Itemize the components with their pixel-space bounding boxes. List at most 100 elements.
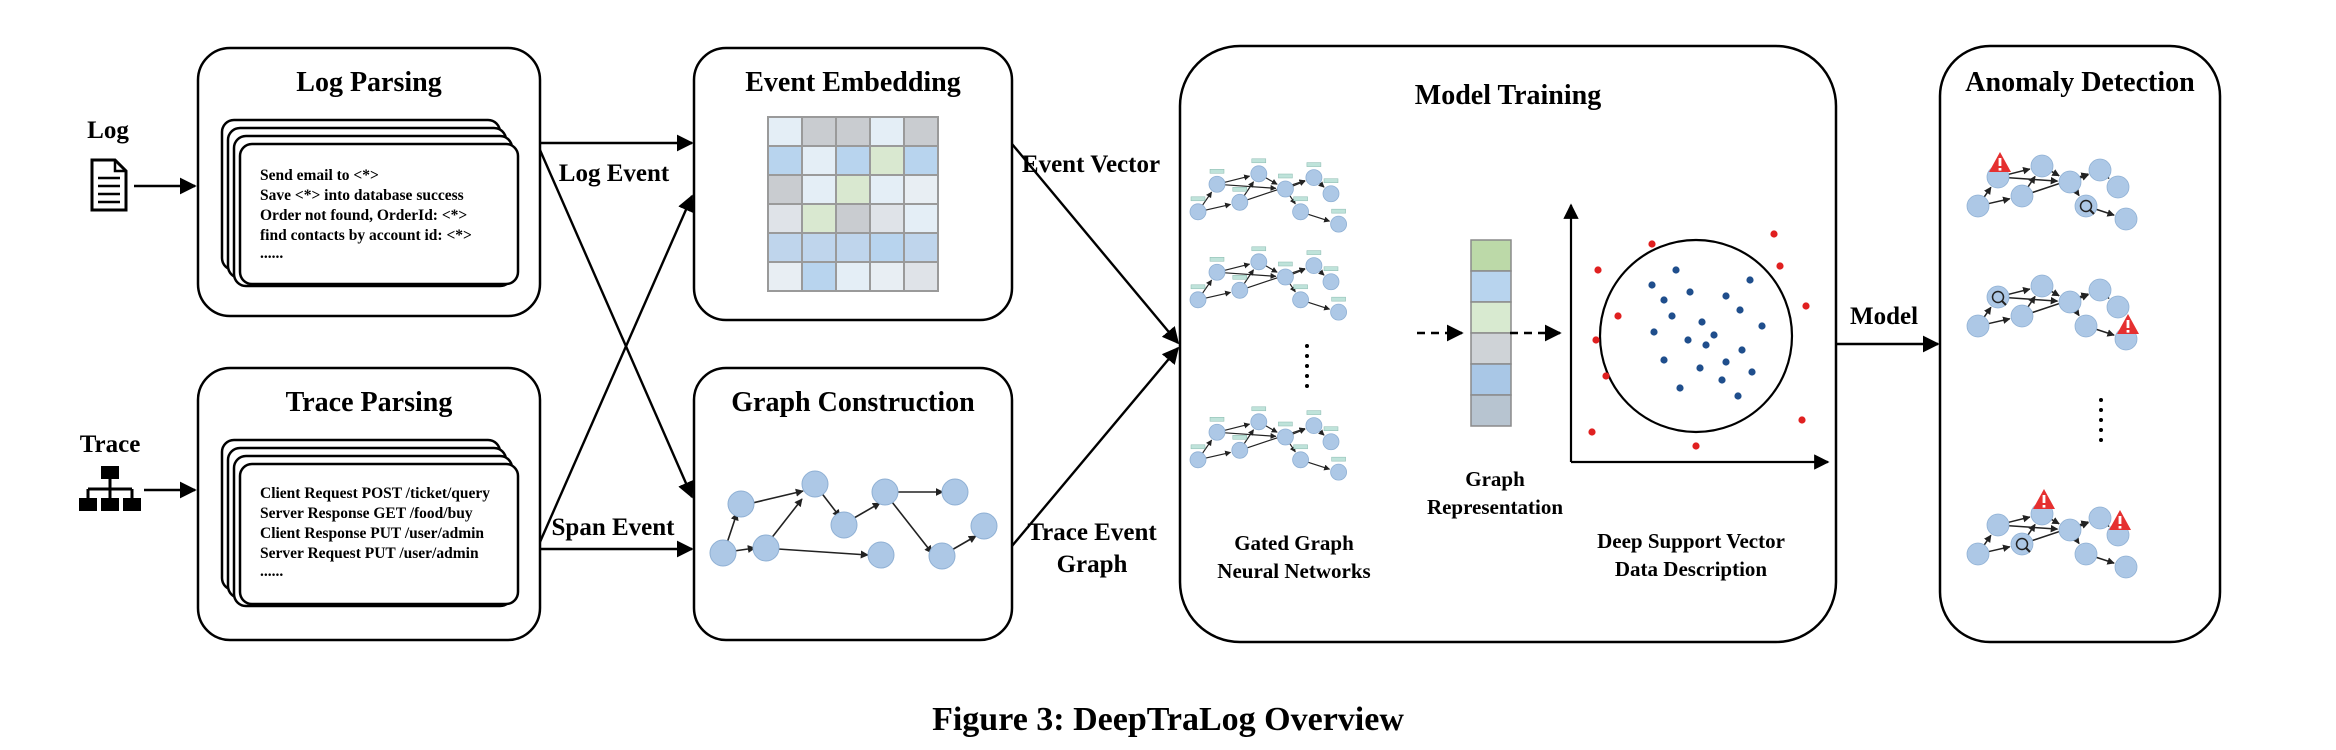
mini-graph-edge (2079, 521, 2090, 529)
mini-graph-edge (1265, 425, 1278, 433)
embedding-cell (869, 116, 905, 147)
representation-cell (1470, 270, 1512, 303)
embedding-cell (869, 261, 905, 292)
embedding-cell (801, 232, 837, 263)
node-feature-tag (1331, 296, 1346, 302)
node-feature-tag (1293, 196, 1308, 202)
mini-graph-edge (1308, 461, 1331, 471)
log-card-front (238, 142, 520, 286)
mini-graph-node (2030, 154, 2054, 178)
trace-event-graph-label-line1: Trace Event (1027, 519, 1157, 546)
mini-graph-node (1277, 428, 1294, 446)
trace-event-graph (709, 470, 998, 570)
mini-graph-node (2058, 290, 2082, 314)
mini-graph-edge (2008, 515, 2031, 524)
mini-graph-node (2088, 278, 2112, 302)
inlier-point (1650, 328, 1658, 336)
mini-graph-node (2088, 158, 2112, 182)
inlier-point (1734, 392, 1742, 400)
node-feature-tag (1306, 250, 1322, 255)
mini-graph-node (2010, 184, 2034, 208)
node-feature-tag (1209, 169, 1225, 174)
embedding-cell (801, 145, 837, 176)
embedding-cell (801, 174, 837, 205)
ggnn-label-line2: Neural Networks (1217, 559, 1370, 583)
node-feature-tag (1190, 196, 1206, 202)
log-input-label: Log (87, 117, 129, 144)
representation-cell (1470, 332, 1512, 365)
inlier-point (1672, 266, 1680, 274)
outlier-point (1592, 336, 1600, 344)
graph-node (867, 541, 895, 569)
trace-event-graph-label-line2: Graph (1057, 551, 1128, 578)
mini-graph-edge (1205, 202, 1232, 211)
inlier-point (1758, 322, 1766, 330)
mini-graph-node (1330, 303, 1347, 321)
embedding-cell (869, 203, 905, 234)
log-document-icon (90, 158, 128, 212)
graph-representation-label-line2: Representation (1427, 495, 1563, 519)
node-feature-tag (1331, 208, 1346, 214)
node-feature-tag (1278, 261, 1293, 267)
detection-vertical-ellipsis (2099, 398, 2103, 442)
anomaly-detection-panel: Anomaly Detection (1938, 44, 2222, 644)
mini-graph-node (2106, 295, 2130, 319)
ggnn-input-graph (1189, 246, 1347, 321)
vector-to-training-arrow (1011, 143, 1180, 345)
embedding-cell (835, 116, 871, 147)
trace-span-ellipsis: ...... (260, 563, 283, 580)
embedding-cell (869, 145, 905, 176)
dsvdd-label-line2: Data Description (1615, 557, 1768, 581)
embedding-cell (835, 232, 871, 263)
mini-graph-edge (1318, 269, 1325, 276)
outlier-point (1770, 230, 1778, 238)
mini-graph-edge (1983, 306, 1992, 318)
graph-node (871, 478, 899, 506)
trace-span-line: Client Request POST /ticket/query (260, 485, 490, 502)
mini-graph-node (1322, 185, 1340, 203)
trace-parsing-panel: Trace Parsing Client Request POST /ticke… (196, 366, 542, 642)
mini-graph-edge (1988, 316, 2011, 325)
graph-representation-label-line1: Graph (1465, 467, 1525, 491)
trace-span-line: Client Response PUT /user/admin (260, 525, 484, 542)
representation-cell (1470, 239, 1512, 272)
mini-graph-edge (1265, 265, 1278, 273)
mini-graph-node (2088, 506, 2112, 530)
mini-graph-edge (2008, 296, 2059, 305)
mini-graph-node (2114, 555, 2138, 579)
mini-graph-edge (2051, 169, 2060, 177)
log-template-line: Send email to <*> (260, 167, 379, 184)
svdd-plot (1563, 203, 1830, 470)
inlier-point (1702, 341, 1710, 349)
embedding-cell (801, 203, 837, 234)
graph-node (709, 539, 737, 567)
node-feature-tag (1293, 284, 1308, 290)
mini-graph-edge (2008, 176, 2059, 185)
mini-graph-edge (1243, 181, 1255, 196)
mini-graph-node (1231, 441, 1249, 459)
mini-graph-node (1250, 413, 1268, 431)
log-template-ellipsis: ...... (260, 245, 283, 262)
mini-graph-node (1292, 291, 1309, 309)
mini-graph-node (1292, 203, 1309, 221)
graph-node (752, 534, 780, 562)
event-embedding-title: Event Embedding (745, 67, 961, 98)
graph-construction-title: Graph Construction (731, 387, 975, 418)
mini-graph-edge (1224, 272, 1277, 279)
mini-graph-node (1305, 417, 1323, 435)
embedding-cell (767, 203, 803, 234)
inlier-point (1746, 276, 1754, 284)
mini-graph-node (2030, 274, 2054, 298)
mini-graph-edge (1205, 450, 1232, 459)
mini-graph-node (1250, 253, 1268, 271)
mini-graph-edge (1224, 262, 1251, 271)
mini-graph-edge (1205, 290, 1232, 299)
log-parsing-panel: Log Parsing Send email to <*> Save <*> i… (196, 46, 542, 318)
mini-graph-edge (1224, 184, 1277, 191)
mini-graph-node (2074, 542, 2098, 566)
embedding-cell (903, 232, 939, 263)
inlier-point (1660, 296, 1668, 304)
ggnn-input-graph (1189, 158, 1347, 233)
trace-to-embedding-cross-arrow (538, 194, 694, 543)
